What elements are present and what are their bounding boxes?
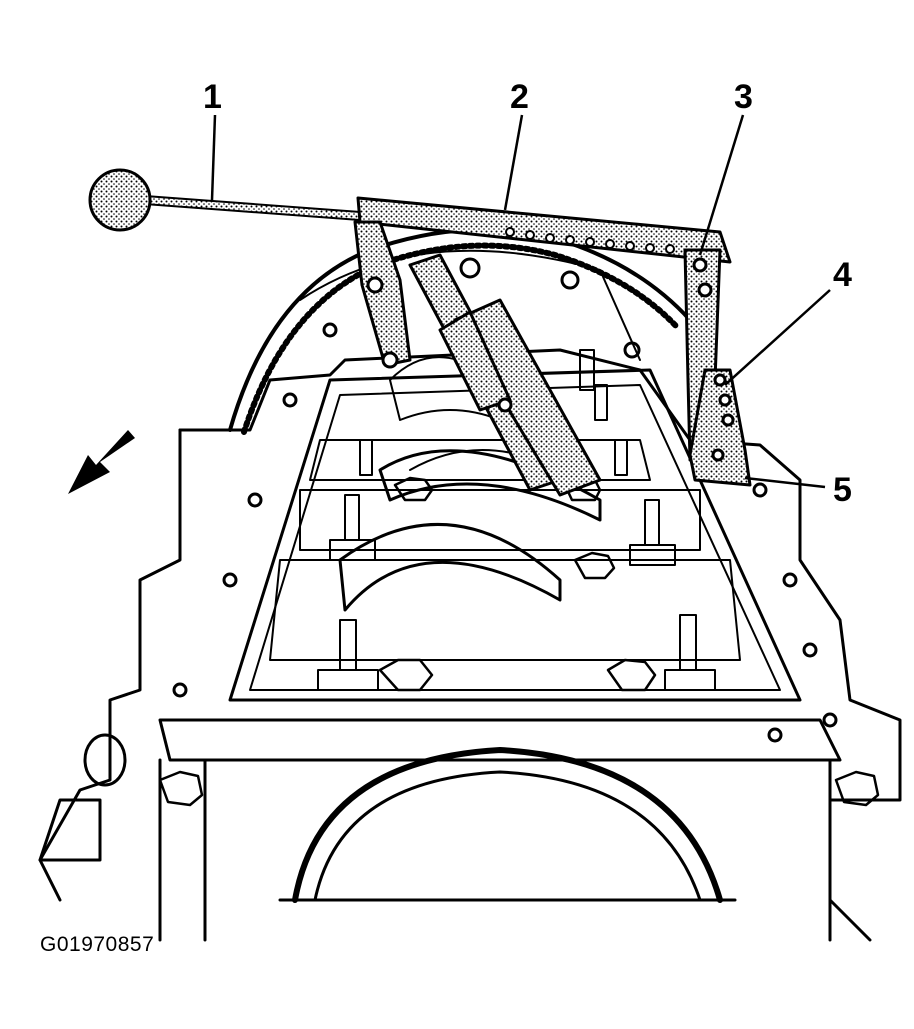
leader-line-5 xyxy=(744,476,826,489)
flywheel xyxy=(299,249,641,361)
callout-4: 4 xyxy=(833,256,852,294)
bearing-cap-bolt xyxy=(317,349,716,691)
hex-nut xyxy=(158,476,880,807)
leader-line-1 xyxy=(210,114,217,201)
figure-id: G01970857 xyxy=(40,933,155,956)
leader-line-2 xyxy=(503,114,524,211)
leader-line-3 xyxy=(698,114,745,256)
engine-block xyxy=(38,348,902,942)
callout-1: 1 xyxy=(203,78,222,116)
leader-line-4 xyxy=(724,289,831,386)
puller-tool xyxy=(88,168,752,497)
handle-knob-icon xyxy=(88,168,152,232)
crankshaft-seal xyxy=(278,747,737,903)
oil-pan-rail xyxy=(172,368,838,743)
leader-lines xyxy=(210,114,831,489)
direction-arrow-icon xyxy=(68,430,135,494)
callout-2: 2 xyxy=(510,78,529,116)
callout-5: 5 xyxy=(833,471,852,509)
callout-3: 3 xyxy=(734,78,753,116)
